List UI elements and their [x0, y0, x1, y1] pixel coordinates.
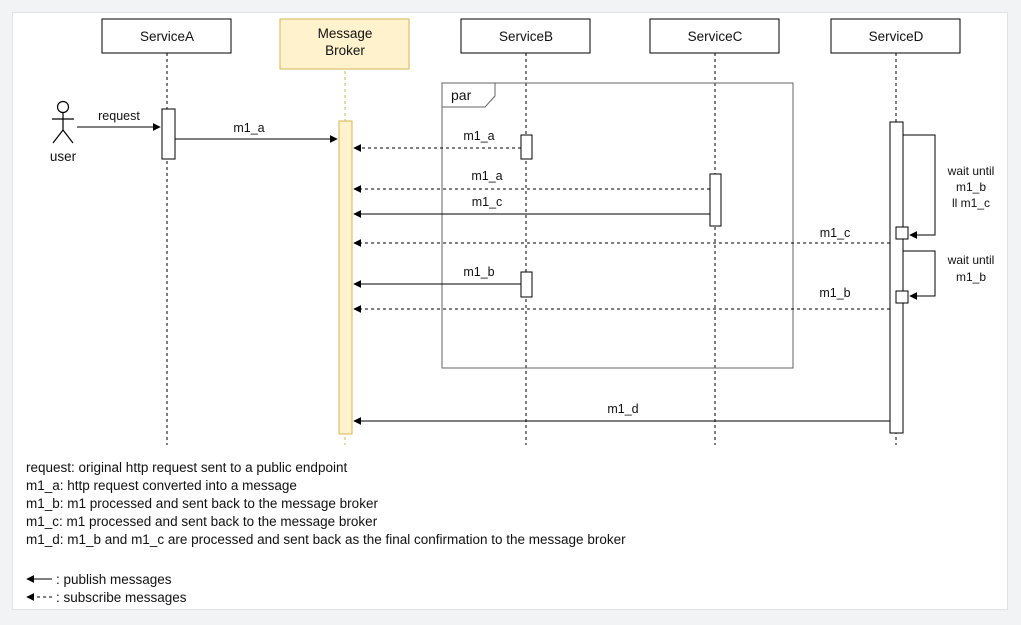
- note-wait-1-line2: m1_b: [956, 180, 986, 194]
- note-wait-2-line2: m1_b: [956, 270, 986, 284]
- activation-service-d: [889, 121, 904, 434]
- participant-service-a[interactable]: ServiceA: [101, 18, 232, 54]
- par-fragment-label: par: [451, 87, 472, 103]
- participant-message-broker-label-line2: Broker: [325, 43, 365, 58]
- participant-service-c-label: ServiceC: [688, 29, 743, 44]
- self-loop-wait-1: [903, 134, 936, 239]
- message-m1a-subscribe-c-label: m1_a: [471, 169, 502, 183]
- note-wait-1-line1: wait until: [947, 164, 995, 178]
- participant-service-a-label: ServiceA: [140, 29, 194, 44]
- legend-line-request: request: original http request sent to a…: [26, 460, 347, 475]
- participant-service-b[interactable]: ServiceB: [460, 18, 591, 54]
- wait-state-2: [895, 290, 909, 304]
- legend-subscribe-label: : subscribe messages: [56, 590, 187, 605]
- activation-service-a: [161, 108, 176, 160]
- note-wait-2-line1: wait until: [947, 253, 995, 267]
- message-m1a-subscribe-b-label: m1_a: [463, 129, 494, 143]
- message-m1b-publish-label: m1_b: [463, 265, 494, 279]
- par-fragment: par: [441, 82, 794, 369]
- wait-state-1: [895, 226, 909, 240]
- message-m1b-subscribe-d-label: m1_b: [819, 286, 850, 300]
- note-wait-1-line3: ll m1_c: [952, 196, 990, 210]
- message-m1d-publish-label: m1_d: [607, 402, 638, 416]
- legend: request: original http request sent to a…: [26, 460, 626, 605]
- participant-service-d[interactable]: ServiceD: [830, 18, 961, 54]
- participant-service-c[interactable]: ServiceC: [649, 18, 780, 54]
- message-m1c-subscribe-d-label: m1_c: [820, 226, 851, 240]
- participant-message-broker[interactable]: Message Broker: [279, 18, 410, 70]
- participant-message-broker-label-line1: Message: [318, 26, 373, 41]
- message-request-label: request: [98, 109, 140, 123]
- activation-service-c: [709, 173, 722, 227]
- participant-service-b-label: ServiceB: [499, 29, 553, 44]
- legend-publish-label: : publish messages: [56, 572, 172, 587]
- legend-line-m1b: m1_b: m1 processed and sent back to the …: [26, 496, 378, 511]
- activation-message-broker: [338, 120, 353, 435]
- diagram-canvas: ServiceA Message Broker ServiceB Service…: [12, 12, 1008, 610]
- actor-user-label: user: [50, 149, 77, 164]
- participant-service-d-label: ServiceD: [869, 29, 924, 44]
- actor-user-icon[interactable]: [52, 100, 74, 144]
- message-m1c-publish-label: m1_c: [472, 195, 503, 209]
- self-loop-wait-2: [903, 250, 936, 300]
- activation-service-b-2: [520, 271, 533, 298]
- message-m1a-publish-label: m1_a: [233, 121, 264, 135]
- legend-line-m1c: m1_c: m1 processed and sent back to the …: [26, 514, 378, 529]
- legend-line-m1d: m1_d: m1_b and m1_c are processed and se…: [26, 532, 626, 547]
- sequence-diagram: ServiceA Message Broker ServiceB Service…: [26, 18, 995, 605]
- legend-line-m1a: m1_a: http request converted into a mess…: [26, 478, 297, 493]
- activation-service-b-1: [520, 134, 533, 160]
